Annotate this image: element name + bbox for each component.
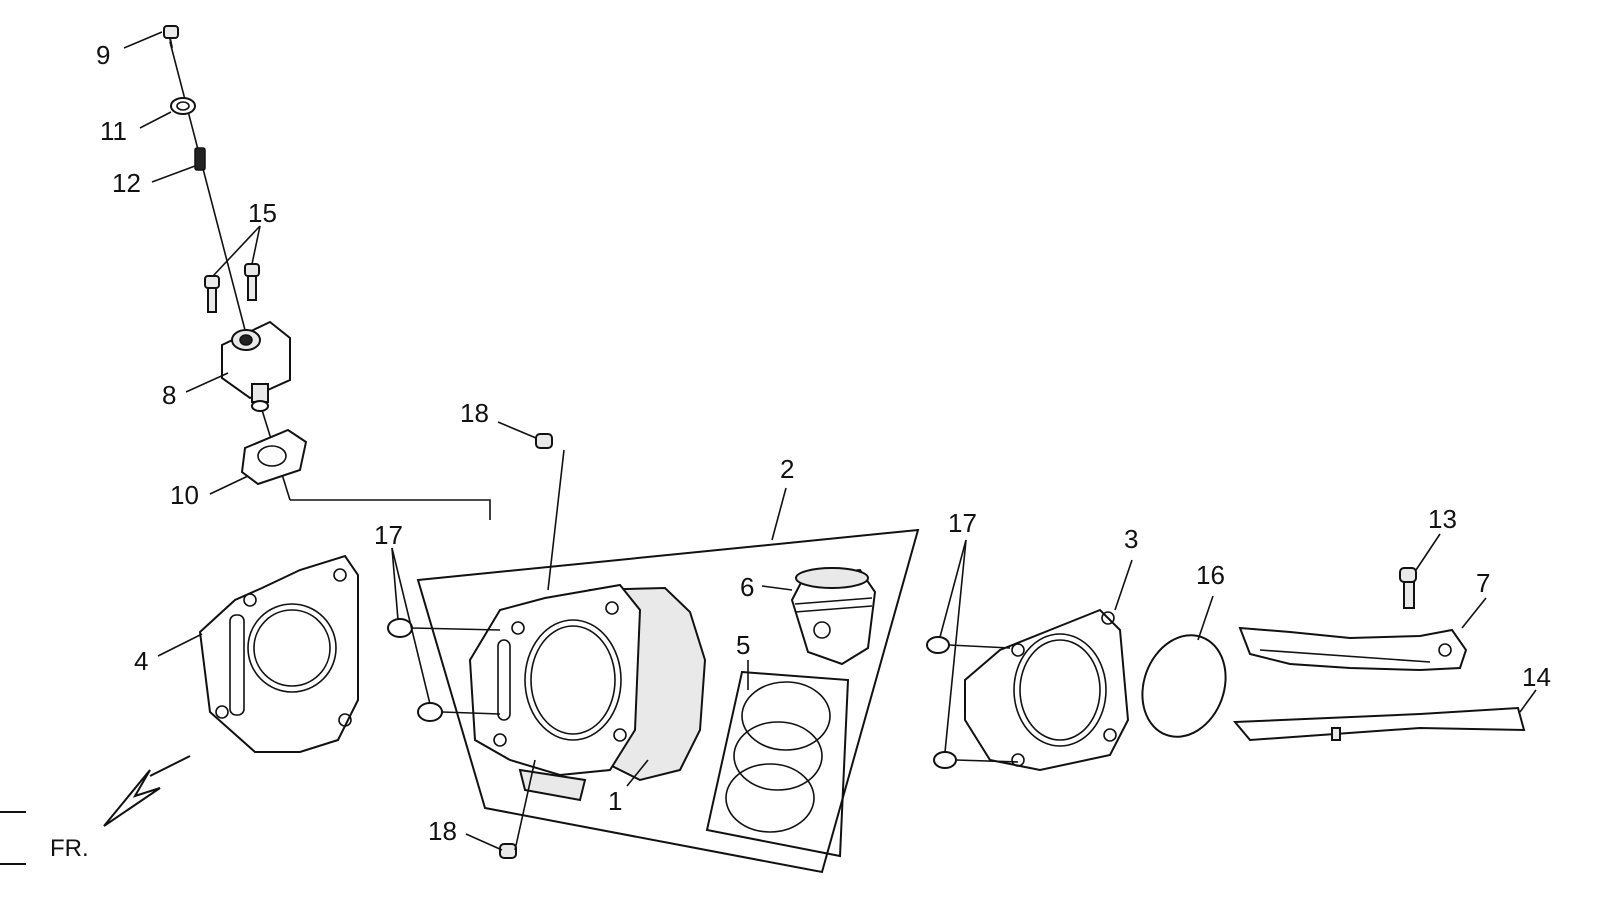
- bolt-part-13: [1399, 567, 1417, 609]
- callout-2: 2: [780, 454, 794, 484]
- callout-8: 8: [162, 380, 176, 410]
- callout-17-left: 17: [374, 520, 403, 550]
- callout-9: 9: [96, 40, 110, 70]
- bolt-part-9: [163, 25, 179, 49]
- front-direction-marker: FR.: [0, 755, 191, 865]
- cam-chain-tensioner-assembly: [163, 25, 491, 520]
- callout-7: 7: [1476, 568, 1490, 598]
- washer-part-11: [170, 97, 196, 115]
- tensioner-gasket-part-10: [240, 428, 308, 486]
- piston-rings-part-5: [705, 670, 850, 858]
- callout-13: 13: [1428, 504, 1457, 534]
- callout-1: 1: [608, 786, 622, 816]
- cylinder-head-gasket-part-4: [198, 554, 359, 753]
- chain-guide-part-14: [1232, 706, 1526, 742]
- callout-18-top: 18: [460, 398, 489, 428]
- bolts-part-15: [204, 263, 260, 313]
- callout-16: 16: [1196, 560, 1225, 590]
- callout-17-right: 17: [948, 508, 977, 538]
- callout-6: 6: [740, 572, 754, 602]
- callout-4: 4: [134, 646, 148, 676]
- cylinder-kit-group-part-2: [416, 528, 920, 874]
- dowel-pins-part-17-left: [387, 618, 501, 722]
- callout-labels: 9 11 12 15 8 10 18 2 17 4 6 5 1 18 17 3 …: [96, 40, 1551, 846]
- bolt-part-18-bottom: [499, 759, 536, 859]
- callout-10: 10: [170, 480, 199, 510]
- callout-14: 14: [1522, 662, 1551, 692]
- piston-part-6: [790, 567, 877, 666]
- callout-12: 12: [112, 168, 141, 198]
- cylinder-base-gasket-part-3: [964, 608, 1130, 772]
- callout-18-bottom: 18: [428, 816, 457, 846]
- callout-11: 11: [100, 116, 127, 146]
- bolt-part-18-top: [535, 433, 565, 591]
- spring-part-12: [194, 147, 206, 171]
- chain-tensioner-guide-part-7: [1238, 626, 1468, 672]
- leader-lines: [123, 31, 1537, 851]
- dowel-pins-part-17-right: [926, 636, 1019, 769]
- callout-15: 15: [248, 198, 277, 228]
- o-ring-part-16: [1141, 634, 1227, 738]
- tensioner-body-part-8: [221, 320, 291, 412]
- callout-3: 3: [1124, 524, 1138, 554]
- front-label: FR.: [50, 835, 89, 862]
- callout-5: 5: [736, 630, 750, 660]
- cylinder-part-1: [468, 583, 707, 802]
